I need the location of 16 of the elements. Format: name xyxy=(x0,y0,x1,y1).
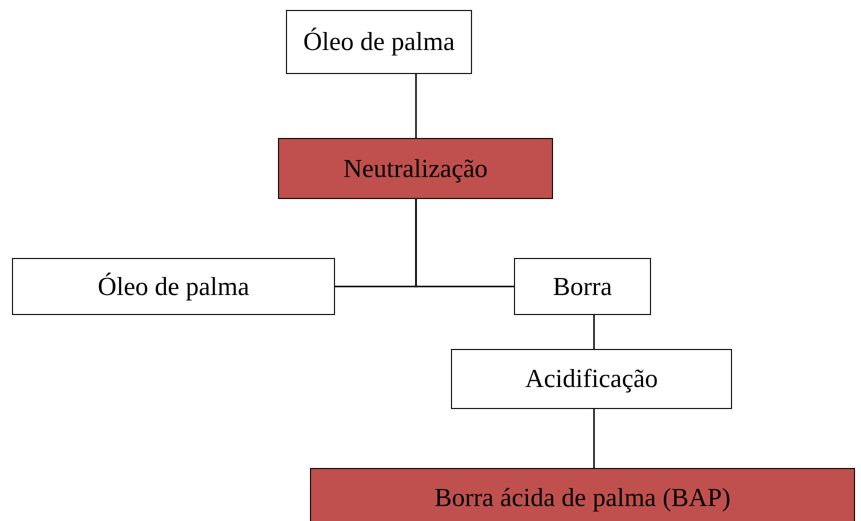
process-step-box xyxy=(278,138,553,199)
node-label: Borra xyxy=(552,272,612,302)
connector-line xyxy=(593,315,595,349)
node-label: Borra ácida de palma (BAP) xyxy=(434,483,730,513)
node-label: Óleo de palma xyxy=(98,272,250,302)
node-label: Neutralização xyxy=(343,154,488,184)
connector-line xyxy=(593,409,595,468)
node-label: Óleo de palma xyxy=(303,27,455,57)
material-box xyxy=(286,10,472,74)
connector-line xyxy=(415,74,417,138)
material-box xyxy=(451,349,732,409)
material-box xyxy=(12,258,335,315)
node-label: Acidificação xyxy=(525,364,658,394)
process-step-box xyxy=(310,468,855,521)
material-box xyxy=(514,258,651,315)
connector-line xyxy=(415,199,514,288)
